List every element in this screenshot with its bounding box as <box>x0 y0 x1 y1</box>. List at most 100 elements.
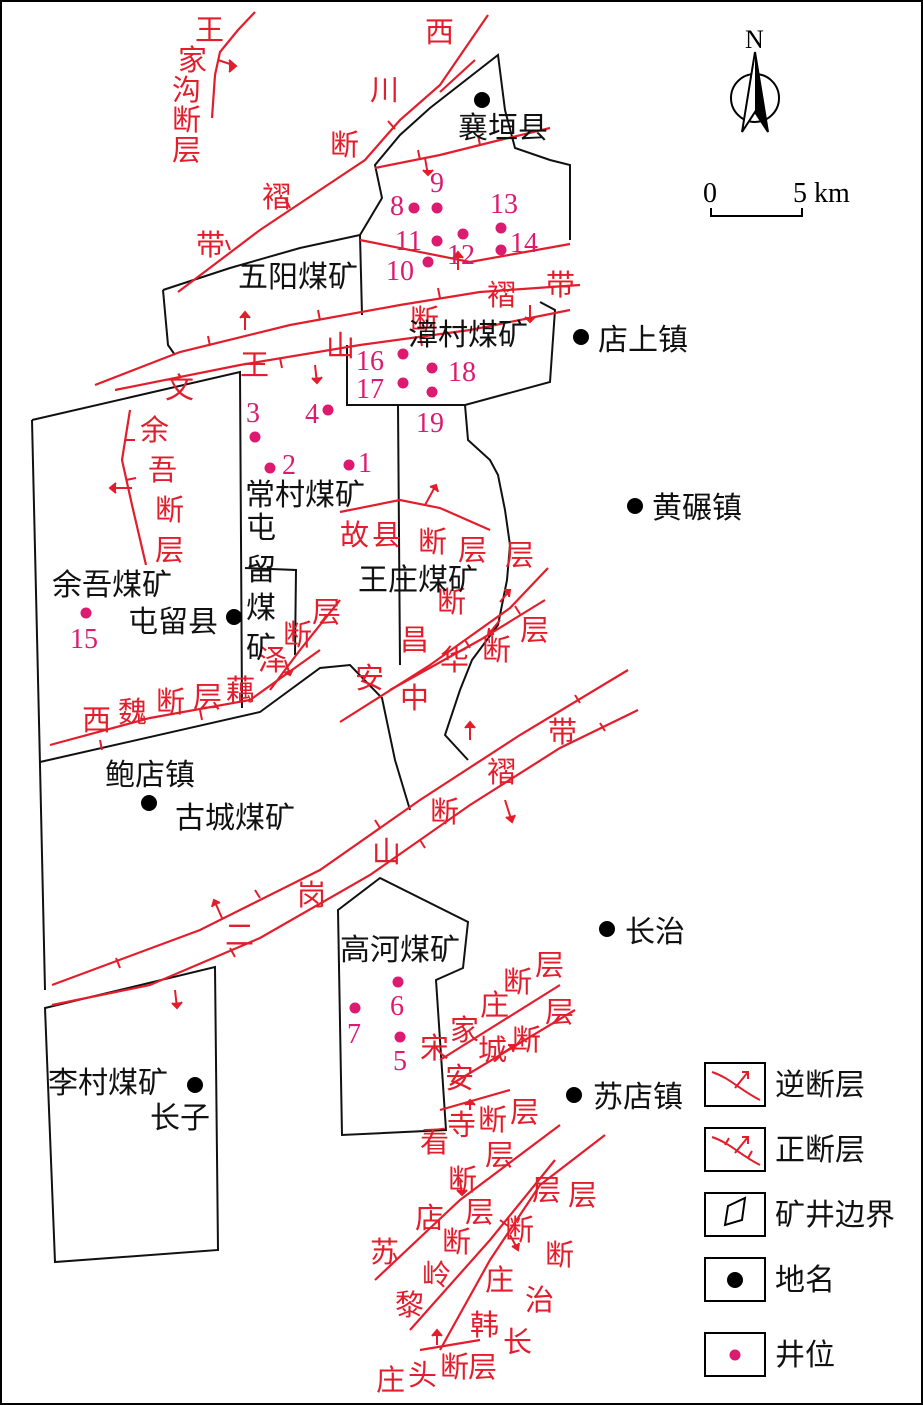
fault-label-ergangshan: 带 褶 断 山 岗 二 <box>225 715 577 952</box>
fault-guxian <box>339 498 491 532</box>
place-name: 苏店镇 <box>593 1080 683 1115</box>
fault-label-char: 岗 <box>297 878 326 912</box>
fault-tick <box>477 134 481 146</box>
well-dot-12 <box>457 228 469 240</box>
fault-arrow <box>217 59 238 73</box>
fault-label-char: 店 <box>415 1201 444 1235</box>
well-dot-3 <box>249 431 261 443</box>
fault-label-char: 层 <box>535 948 564 982</box>
fault-arrow <box>499 589 512 603</box>
fault-label-char: 山 <box>326 329 355 363</box>
fault-zhuangtou <box>419 1338 481 1352</box>
fault-tick <box>599 722 606 732</box>
fault-arrow <box>431 1328 443 1345</box>
well-dot-19 <box>426 386 438 398</box>
fault-label-char: 县 <box>372 518 401 552</box>
place-name: 鲍店镇 <box>105 758 195 793</box>
boundary-tunliu-mine <box>244 567 298 656</box>
fault-wenwangshan-3 <box>359 238 571 264</box>
well-label: 6 <box>390 991 404 1022</box>
fault-tick <box>419 839 426 849</box>
fault-label-wangjiagou: 王 家 沟 断 层 <box>172 13 224 167</box>
fault-label-zhuangtou: 庄 头 断 层 <box>376 1350 497 1397</box>
boundary-yuwu <box>31 370 243 709</box>
fault-label-char: 王 <box>195 13 224 47</box>
fault-label-char: 断 <box>478 1103 507 1137</box>
fault-label-char: 层 <box>485 1138 514 1172</box>
fault-label-xiwei: 西 魏 断 层 <box>82 680 222 737</box>
mine-boundary-icon <box>704 1192 766 1237</box>
well-label: 3 <box>246 398 260 429</box>
fault-ergangshan-1 <box>51 669 629 987</box>
fault-tick <box>374 819 381 829</box>
fault-labels: 王 家 沟 断 层 西 川 断 褶 带 带 褶 断 山 王 文 余 吾 断 层 <box>82 13 597 1397</box>
reverse-fault-symbol <box>711 1071 761 1101</box>
fault-arrow <box>452 250 464 270</box>
fault-label-char: 故 <box>340 518 369 552</box>
well-label: 2 <box>282 450 296 481</box>
well-dot-16 <box>397 348 409 360</box>
well-location-symbol <box>729 1349 741 1361</box>
mine-name: 古城煤矿 <box>175 801 295 836</box>
fault-arrow <box>464 720 476 740</box>
well-label: 4 <box>305 399 319 430</box>
fault-label-char: 藕 <box>226 673 255 707</box>
boundary-gaohe <box>336 876 470 1137</box>
fault-label-char: 断 <box>172 103 201 137</box>
fault-arrow <box>211 898 223 919</box>
fault-wenwangshan-2 <box>114 308 571 392</box>
fault-arrow <box>509 1234 520 1252</box>
fault-label-char: 层 <box>505 538 534 572</box>
fault-label-char: 苏 <box>370 1235 399 1269</box>
place-name: 襄垣县 <box>458 111 548 146</box>
fault-tick <box>254 889 261 899</box>
fault-label-char: 岭 <box>422 1258 451 1292</box>
fault-label-char: 城 <box>478 1033 507 1067</box>
well-dot-9 <box>431 202 443 214</box>
fault-tick <box>419 335 423 347</box>
fault-label-char: 安 <box>355 661 384 695</box>
fault-label-songan: 层 断 宋 安 <box>420 995 574 1095</box>
fault-label-char: 带 <box>196 228 225 262</box>
fault-tick <box>499 1219 509 1227</box>
place-dot-changzhi <box>599 921 615 937</box>
place-name: 屯留县 <box>128 605 218 640</box>
fault-xichuan-3 <box>439 59 476 93</box>
mine-name: 常村煤矿 <box>245 478 365 513</box>
place-dot-tunliu <box>226 609 242 625</box>
scale-end-label: 5 km <box>793 178 850 209</box>
fault-arrow <box>108 482 132 494</box>
north-label: N <box>745 25 764 54</box>
fault-label-char: 褶 <box>487 755 516 789</box>
fault-label-char: 层 <box>510 1095 539 1129</box>
fault-label-char: 西 <box>425 15 454 49</box>
well-label: 17 <box>356 374 384 405</box>
boundary-gucheng <box>39 663 411 811</box>
fault-ergangshan-2 <box>51 709 639 1007</box>
fault-arrow <box>524 305 536 324</box>
well-dot-8 <box>408 202 420 214</box>
well-dot-17 <box>397 377 409 389</box>
fault-label-ouze: 层 断 泽 藕 <box>226 595 341 707</box>
well-dot-4 <box>322 404 334 416</box>
fault-label-char: 山 <box>372 835 401 869</box>
fault-arrows <box>108 59 536 1345</box>
fault-tick <box>317 309 321 321</box>
well-label: 12 <box>447 240 475 271</box>
fault-arrow <box>422 157 434 177</box>
well-dot-2 <box>264 462 276 474</box>
fault-label-char: 泽 <box>258 643 287 677</box>
legend-item-reverse-fault: 逆断层 <box>704 1062 865 1107</box>
fault-tick <box>464 639 471 649</box>
fault-label-yuwu: 余 吾 断 层 <box>140 413 184 567</box>
fault-label-char: 断 <box>155 493 184 527</box>
fault-label-char: 断 <box>545 1238 574 1272</box>
fault-label-char: 吾 <box>148 453 177 487</box>
place-markers <box>141 92 643 1103</box>
fault-tick <box>284 197 291 209</box>
fault-label-char: 沟 <box>172 73 201 107</box>
well-label: 10 <box>386 256 414 287</box>
well-dot-11 <box>431 235 443 247</box>
fault-xiwei <box>49 649 321 747</box>
